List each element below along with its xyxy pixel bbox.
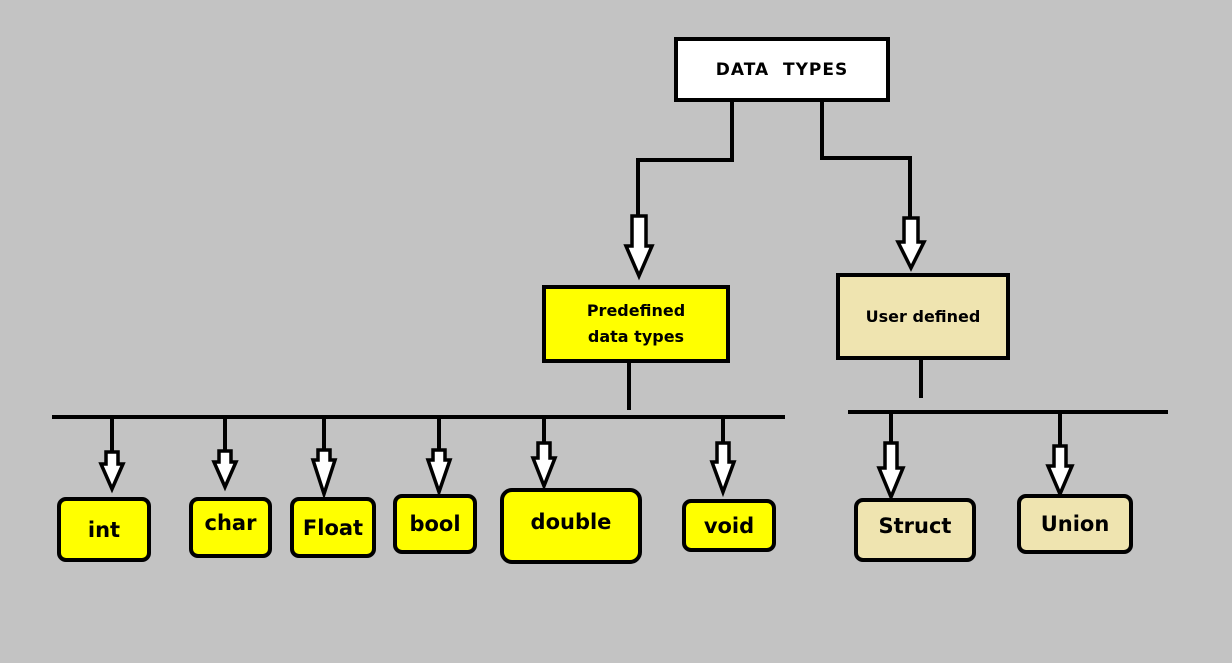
predefined-label-line2: data types	[587, 327, 685, 346]
root-to-user-defined-line	[820, 100, 912, 218]
root-label: DATA TYPES	[715, 59, 849, 80]
type-bool: bool	[393, 494, 477, 554]
arrow-down-icon	[1045, 444, 1075, 499]
type-void-label: void	[703, 513, 755, 538]
root-node: DATA TYPES	[674, 37, 890, 102]
arrow-down-icon	[623, 214, 655, 281]
type-int: int	[57, 497, 151, 562]
type-struct: Struct	[854, 498, 976, 562]
arrow-down-icon	[310, 448, 338, 500]
type-double-label: double	[530, 510, 612, 534]
type-int-label: int	[87, 517, 121, 542]
user-defined-node: User defined	[836, 273, 1010, 360]
arrow-down-icon	[876, 441, 906, 502]
type-float: Float	[290, 497, 376, 558]
predefined-label-line1: Predefined	[586, 301, 686, 320]
arrow-down-icon	[211, 449, 239, 492]
type-union-label: Union	[1040, 512, 1110, 536]
arrow-down-icon	[530, 441, 558, 491]
type-bool-label: bool	[409, 512, 461, 536]
arrow-down-icon	[709, 441, 737, 498]
type-struct-label: Struct	[878, 514, 952, 538]
type-double: double	[500, 488, 642, 564]
type-union: Union	[1017, 494, 1133, 554]
root-to-predefined-line	[636, 100, 734, 218]
predefined-node: Predefined data types	[542, 285, 730, 363]
type-void: void	[682, 499, 776, 552]
arrow-down-icon	[895, 216, 927, 272]
arrow-down-icon	[98, 450, 126, 494]
arrow-down-icon	[425, 448, 453, 498]
user-defined-label: User defined	[865, 306, 981, 326]
type-float-label: Float	[302, 515, 364, 540]
type-char: char	[189, 497, 272, 558]
type-char-label: char	[204, 511, 257, 535]
